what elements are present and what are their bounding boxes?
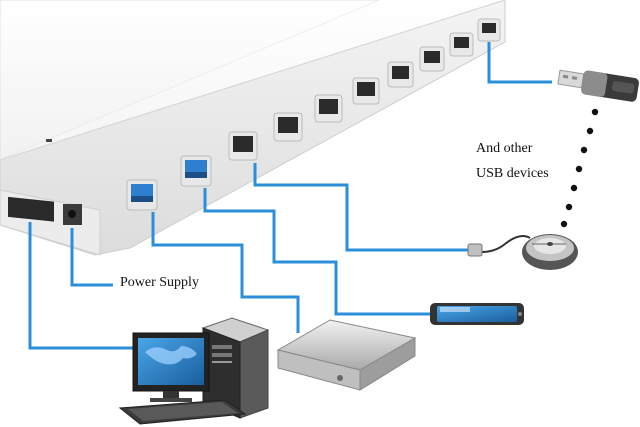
usb2-port — [314, 94, 343, 123]
usb2-port — [477, 18, 501, 42]
line-power — [70, 228, 113, 287]
desktop-computer-icon — [118, 317, 270, 425]
line-port10-to-flash — [487, 42, 552, 84]
usb2-port — [228, 131, 258, 161]
led-icon — [46, 139, 52, 142]
usb2-port — [352, 77, 380, 105]
usb3-port — [180, 155, 212, 187]
line-usb1-to-dvd — [151, 212, 300, 333]
mouse-icon — [467, 234, 578, 270]
other-devices-label-line1: And other — [476, 141, 533, 156]
usb2-port — [449, 32, 474, 57]
connector-lines — [28, 42, 552, 350]
card-slot-port — [8, 196, 54, 222]
usb2-port — [387, 61, 414, 88]
line-usb3-to-mouse — [253, 163, 468, 252]
usb2-port — [273, 112, 303, 142]
power-supply-label: Power Supply — [120, 275, 199, 290]
dotted-trail — [560, 108, 599, 228]
tablet-icon — [430, 303, 524, 325]
other-devices-label-line2: USB devices — [476, 166, 549, 181]
usb2-port — [419, 46, 445, 72]
usb3-port — [126, 179, 158, 211]
line-card-to-pc — [28, 222, 133, 350]
dvd-player-icon — [276, 319, 417, 391]
usb-flash-drive-icon — [557, 69, 639, 102]
usb-hub-icon — [0, 0, 506, 256]
line-usb2-to-tablet — [203, 188, 430, 316]
